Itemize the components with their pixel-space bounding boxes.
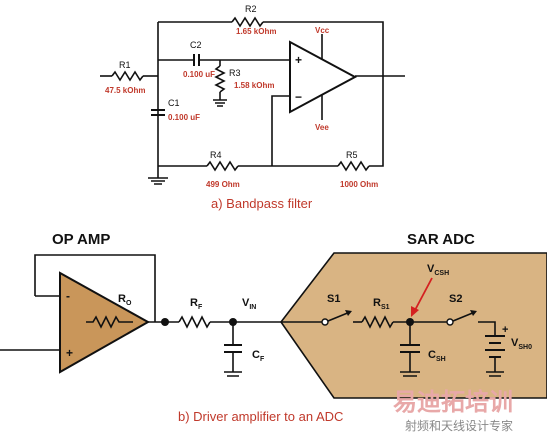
rf-label: RF — [190, 297, 203, 311]
vin-label: VIN — [242, 297, 256, 311]
r1-name: R1 — [119, 60, 131, 70]
svg-text:射频和天线设计专家: 射频和天线设计专家 — [405, 418, 513, 433]
c1-value: 0.100 uF — [168, 113, 200, 122]
resistor-rs1 — [361, 315, 394, 329]
r5-name: R5 — [346, 150, 358, 160]
vsh0-label: VSH0 — [511, 337, 532, 351]
opamp-triangle — [289, 40, 358, 114]
capacitor-cf — [224, 344, 242, 353]
resistor-r4 — [206, 160, 239, 172]
r1-value: 47.5 kOhm — [105, 86, 145, 95]
vcc-label: Vcc — [315, 26, 330, 35]
opamp-title: OP AMP — [52, 231, 110, 248]
capacitor-c2 — [193, 54, 200, 66]
caption-a: a) Bandpass filter — [211, 196, 313, 211]
battery-plus: + — [502, 324, 508, 336]
vcsh-label: VCSH — [427, 263, 449, 277]
resistor-r2 — [231, 16, 264, 28]
s1-label: S1 — [327, 293, 340, 305]
switch-s1 — [327, 311, 351, 322]
battery-vsh0 — [485, 335, 505, 358]
r3-value: 1.58 kOhm — [234, 81, 274, 90]
bandpass-filter-schematic: R1 47.5 kOhm R2 1.65 kOhm C2 0.100 uF R3… — [100, 4, 405, 211]
r2-name: R2 — [245, 4, 257, 14]
r4-value: 499 Ohm — [206, 180, 240, 189]
c2-name: C2 — [190, 40, 202, 50]
csh-label: CSH — [428, 349, 446, 363]
cf-label: CF — [252, 349, 265, 363]
svg-text:易迪拓培训: 易迪拓培训 — [393, 388, 513, 416]
r4-name: R4 — [210, 150, 222, 160]
c2-value: 0.100 uF — [183, 70, 215, 79]
watermark: 易迪拓培训 射频和天线设计专家 — [393, 388, 513, 433]
resistor-r3 — [214, 65, 226, 93]
adc-title: SAR ADC — [407, 231, 475, 248]
c1-name: C1 — [168, 98, 180, 108]
driver-plus: + — [66, 346, 73, 360]
resistor-rf — [178, 315, 211, 329]
r5-value: 1000 Ohm — [340, 180, 378, 189]
resistor-r5 — [337, 160, 370, 172]
r2-value: 1.65 kOhm — [236, 27, 276, 36]
caption-b: b) Driver amplifier to an ADC — [178, 409, 343, 424]
opamp-minus: − — [295, 90, 302, 104]
resistor-ro — [86, 315, 133, 329]
ro-label: RO — [118, 293, 132, 307]
driver-minus: - — [66, 289, 70, 303]
driver-adc-schematic: OP AMP SAR ADC - + RO RF VIN CF — [0, 231, 547, 424]
s2-label: S2 — [449, 293, 462, 305]
adc-region — [280, 252, 547, 399]
opamp-plus: + — [295, 53, 302, 67]
resistor-r1 — [111, 70, 144, 82]
r3-name: R3 — [229, 68, 241, 78]
rs1-label: RS1 — [373, 297, 390, 311]
vee-label: Vee — [315, 123, 329, 132]
switch-s2 — [452, 311, 476, 322]
